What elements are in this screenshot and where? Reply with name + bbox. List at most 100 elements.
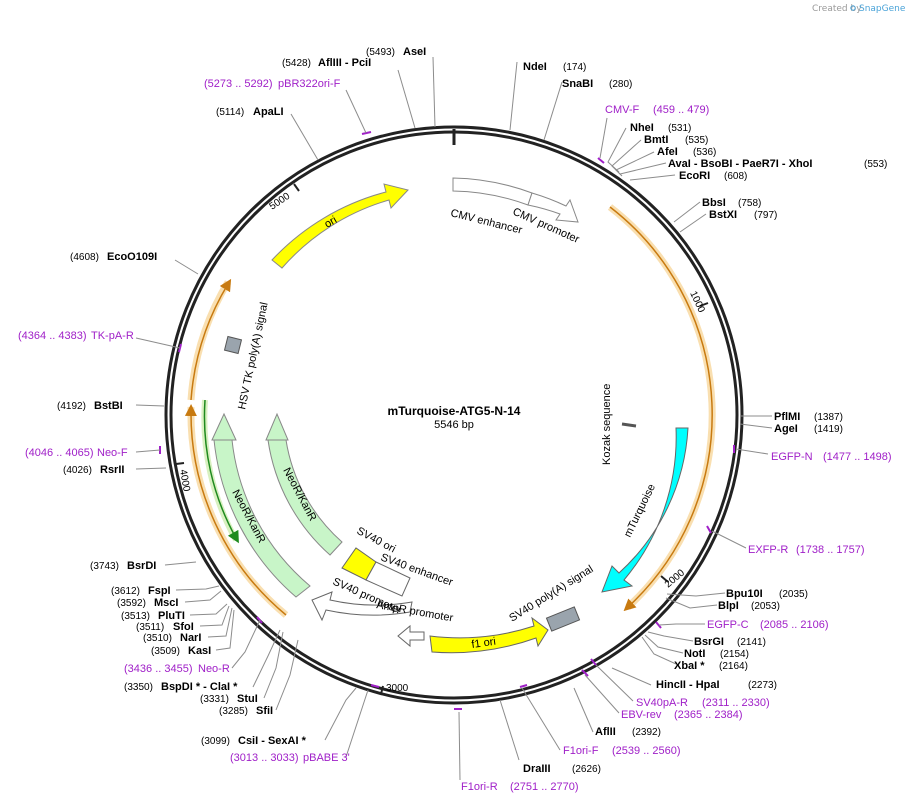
- pos-ecoo109i: (4608): [70, 252, 99, 263]
- snapgene-credit: Created by SnapGene: [812, 4, 906, 14]
- pos-ecori: (608): [724, 171, 747, 182]
- pos-blpi: (2053): [751, 601, 780, 612]
- enzyme-pcii: AflIII - PciI: [318, 57, 371, 69]
- enzyme-pluti: PluTI: [158, 610, 185, 622]
- pos-aflii: (2392): [632, 727, 661, 738]
- enzyme-draiii: DraIII: [523, 763, 551, 775]
- enzyme-ecori: EcoRI: [679, 170, 710, 182]
- feature-cmv-promoter: [527, 192, 579, 223]
- enzyme-snabi: SnaBI: [562, 78, 593, 90]
- primer-f1orir-name: F1ori-R: [461, 781, 498, 793]
- primer-sv40par-name: SV40pA-R: [636, 697, 688, 709]
- enzyme-stui: StuI: [237, 693, 258, 705]
- orf-arc-hsv: [190, 278, 232, 401]
- primer-f1orif-name: F1ori-F: [563, 745, 599, 757]
- leader-lines: [135, 56, 773, 781]
- pos-msci: (3592): [117, 598, 146, 609]
- enzyme-labels-right: NdeI (174) SnaBI (280) NheI (531) BmtI (…: [523, 61, 887, 775]
- tick-ebvrev: [581, 669, 589, 677]
- primer-f1orif-range: (2539 .. 2560): [612, 745, 681, 757]
- tick-label-3000: 3000: [386, 683, 409, 694]
- label-sv40-polya: SV40 poly(A) signal: [507, 563, 595, 624]
- pos-nhei: (531): [668, 123, 691, 134]
- feature-sv40-polya: [545, 606, 581, 632]
- tick-sv40par: [590, 658, 597, 666]
- enzyme-bbsi: BbsI: [702, 197, 726, 209]
- pos-bstbi: (4192): [57, 401, 86, 412]
- primer-ticks: [159, 131, 735, 710]
- primer-pbr322-range: (5273 .. 5292): [204, 78, 273, 90]
- label-f1-ori: f1 ori: [471, 636, 497, 651]
- orf-arc-green: [203, 399, 239, 544]
- pos-fspi: (3612): [111, 586, 140, 597]
- pos-bbsi: (758): [738, 198, 761, 209]
- enzyme-bspdi: BspDI * - ClaI *: [161, 681, 238, 693]
- pos-xhoi: (553): [864, 159, 887, 170]
- primer-neof-range: (4046 .. 4065): [25, 447, 94, 459]
- enzyme-labels-left: (5493) AseI (5428) AflIII - PciI (5114) …: [57, 46, 426, 747]
- pos-apali: (5114): [216, 107, 244, 118]
- label-sv40-ori: SV40 ori: [355, 525, 398, 555]
- enzyme-pflmi: PflMI: [774, 411, 800, 423]
- primer-neor-range: (3436 .. 3455): [124, 663, 193, 675]
- pos-bstxi: (797): [754, 210, 777, 221]
- enzyme-bstbi: BstBI: [94, 400, 123, 412]
- credit-text: Created by: [812, 4, 862, 14]
- credit-brand: SnapGene: [859, 4, 906, 14]
- primer-egfpc-range: (2085 .. 2106): [760, 619, 829, 631]
- feature-neokan-inner-body: [267, 439, 343, 556]
- pos-xbai: (2164): [719, 661, 748, 672]
- pos-bmti: (535): [685, 135, 708, 146]
- label-mturquoise: mTurquoise: [622, 482, 658, 539]
- pos-afei: (536): [693, 147, 716, 158]
- enzyme-bmti: BmtI: [644, 134, 668, 146]
- pos-pcii: (5428): [282, 58, 311, 69]
- enzyme-aflii: AflII: [595, 726, 616, 738]
- pos-snabi: (280): [609, 79, 632, 90]
- primer-pbr322-name: pBR322ori-F: [278, 78, 341, 90]
- tick-egfpc: [655, 621, 662, 629]
- feature-hsv-tk-polya: [223, 335, 243, 355]
- enzyme-ndei: NdeI: [523, 61, 547, 73]
- feature-ori: [271, 183, 409, 269]
- enzyme-xbai: XbaI *: [674, 660, 705, 672]
- enzyme-msci: MscI: [154, 597, 178, 609]
- pos-ndei: (174): [563, 62, 586, 73]
- enzyme-hpai: HincII - HpaI: [656, 679, 720, 691]
- pos-bsrgi: (2141): [737, 637, 766, 648]
- label-ori: ori: [323, 214, 340, 231]
- pos-sfoi: (3511): [136, 622, 164, 633]
- pos-pluti: (3513): [121, 611, 150, 622]
- primer-neor-name: Neo-R: [198, 663, 230, 675]
- tick-cmvf: [597, 157, 605, 164]
- primer-exfpr-range: (1738 .. 1757): [796, 544, 865, 556]
- enzyme-ecoo109i: EcoO109I: [107, 251, 157, 263]
- tick-1000: [699, 302, 709, 307]
- primer-ebvrev-name: EBV-rev: [621, 709, 662, 721]
- snapgene-logo-icon: [850, 5, 856, 11]
- pos-nari: (3510): [143, 633, 172, 644]
- primer-f1orir-range: (2751 .. 2770): [510, 781, 579, 793]
- primer-egfpn-range: (1477 .. 1498): [823, 451, 892, 463]
- pos-pflmi: (1387): [814, 412, 843, 423]
- enzyme-bsrgi: BsrGI: [694, 636, 724, 648]
- plasmid-name: mTurquoise-ATG5-N-14: [388, 404, 521, 418]
- feature-neokan-outer-body: [213, 439, 311, 598]
- primer-pbabe-name: pBABE 3': [303, 752, 350, 764]
- pos-asei: (5493): [366, 47, 395, 58]
- feature-f1-ori: [429, 616, 549, 654]
- label-kozak: Kozak sequence: [601, 384, 613, 465]
- plasmid-length: 5546 bp: [434, 419, 474, 431]
- enzyme-agei: AgeI: [774, 423, 798, 435]
- pos-noti: (2154): [720, 649, 749, 660]
- pos-sfii: (3285): [219, 706, 248, 717]
- tick-pbr322: [361, 131, 372, 135]
- feature-mturquoise: [601, 427, 689, 593]
- primer-egfpn-name: EGFP-N: [771, 451, 813, 463]
- pos-draiii: (2626): [572, 764, 601, 775]
- enzyme-sfoi: SfoI: [173, 621, 194, 633]
- primer-cmvf-name: CMV-F: [605, 104, 640, 116]
- features: CMV enhancer CMV promoter ori HSV TK pol…: [211, 177, 689, 654]
